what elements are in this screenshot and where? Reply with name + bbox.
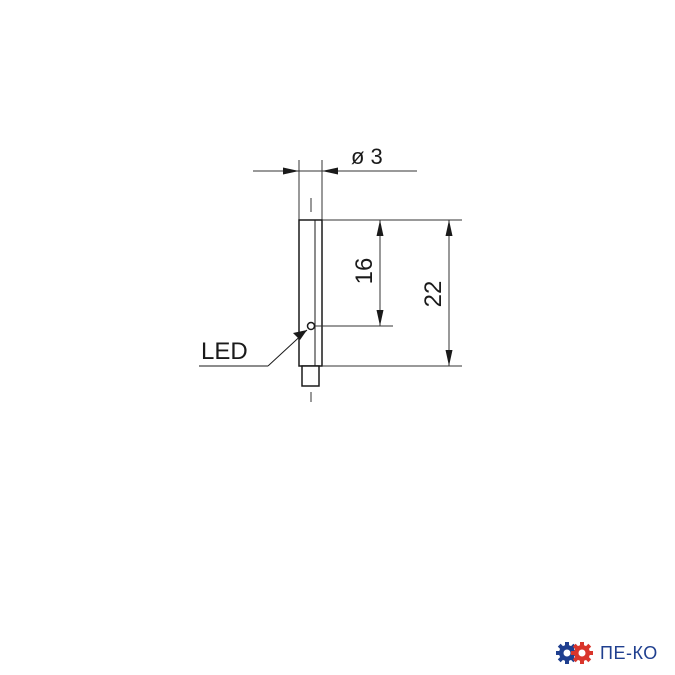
dim-16-arrow-bottom [376,310,384,326]
dim-16-label: 16 [351,258,378,285]
dim-22-arrow-bottom [445,350,453,366]
sensor-body [298,219,323,367]
gears-icon [556,642,593,664]
led-label: LED [201,338,248,365]
led-leader-arrow [293,330,307,340]
logo-text: ПЕ-КО [600,642,658,663]
dim-22-arrow-top [445,220,453,236]
diameter-arrow-left [283,167,299,175]
led-marker [306,321,316,331]
dim-16-arrow-top [376,220,384,236]
diameter-label: ø 3 [351,144,383,169]
sensor-connector [301,365,320,387]
brand-logo: ПЕ-КО [555,638,658,668]
dim-22-label: 22 [420,281,447,308]
diameter-arrow-right [322,167,338,175]
